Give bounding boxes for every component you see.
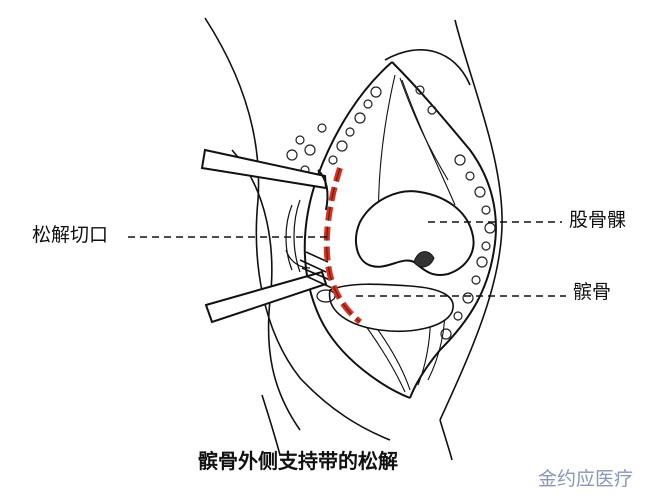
- wound-outline: [303, 61, 497, 399]
- fat-tissue: [286, 85, 496, 340]
- lateral-release-incision-outline: [326, 167, 361, 323]
- watermark: 金约应医疗: [538, 468, 634, 490]
- femoral-condyle-notch: [413, 251, 435, 268]
- label-release-incision: 松解切口: [32, 224, 109, 246]
- label-patella: 髌骨: [573, 281, 612, 303]
- retractor-upper: [200, 148, 329, 211]
- figure-caption: 髌骨外侧支持带的松解: [198, 449, 398, 473]
- femoral-condyle: [355, 190, 475, 276]
- retractor-lower: [204, 251, 333, 324]
- leg-outline: [204, 17, 503, 461]
- label-femoral-condyle: 股骨髁: [569, 209, 627, 231]
